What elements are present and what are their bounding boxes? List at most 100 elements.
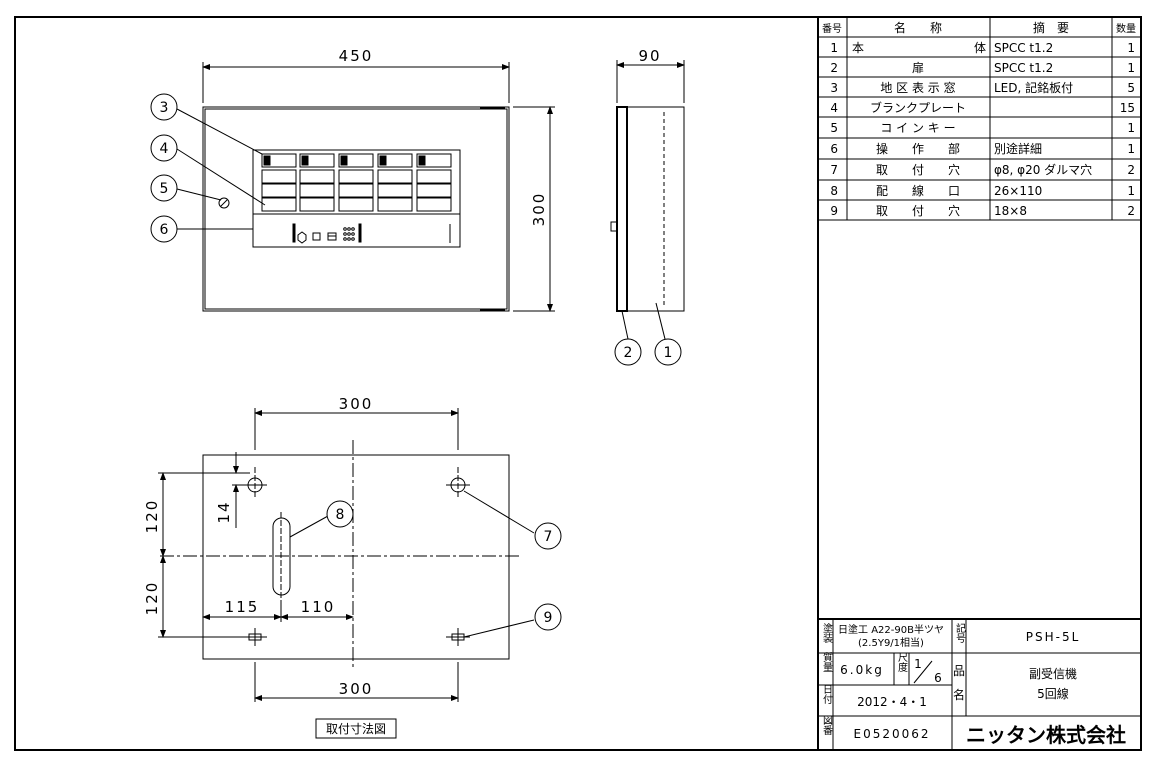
balloon-1-label: 1 (664, 345, 673, 361)
row-qty: 1 (1127, 61, 1135, 75)
balloon-6-label: 6 (160, 222, 169, 238)
scale-num: 1 (914, 657, 922, 671)
mount-upper-dim: 120 (143, 499, 161, 534)
col-header-name: 名 称 (894, 20, 942, 35)
row-qty: 5 (1127, 81, 1135, 95)
sheet-border (14, 16, 1142, 751)
product-name-1: 副受信機 (1029, 666, 1077, 681)
caption-box (315, 718, 397, 739)
title-block (818, 618, 1141, 750)
balloon-5-label: 5 (160, 181, 169, 197)
date-value: 2012・4・1 (857, 695, 927, 709)
row-name: 扉 (912, 61, 924, 75)
row-qty: 2 (1127, 204, 1135, 218)
paint-label: 塗装 (821, 622, 833, 644)
weight-label: 質量 (821, 651, 833, 672)
row-no: 6 (830, 142, 838, 156)
balloon-1 (654, 338, 682, 366)
balloon-2 (614, 338, 642, 366)
col-header-no: 番号 (822, 23, 842, 35)
mount-view (158, 408, 562, 739)
balloon-9 (534, 603, 562, 631)
row-spec: φ8, φ20 ダルマ穴 (994, 162, 1092, 177)
date-label: 日付 (821, 684, 833, 705)
company-logo: ニッタン株式会社 (966, 723, 1126, 747)
row-no: 1 (830, 41, 838, 55)
mount-bottom-dim: 300 (339, 680, 374, 698)
name-label-2: 名 (953, 687, 965, 702)
paint-value-1: 日塗工 A22-90B半ツヤ (838, 623, 944, 636)
front-width-dim: 450 (339, 47, 374, 65)
front-body-outline (202, 106, 510, 312)
front-door-outline (204, 108, 508, 310)
front-height-dim: 300 (530, 192, 548, 227)
balloon-3-label: 3 (160, 100, 169, 116)
side-depth-dim: 90 (638, 47, 661, 65)
row-name: ブランクプレート (870, 100, 966, 115)
coin-key-icon (218, 197, 230, 209)
drawing-label: 図番 (821, 715, 833, 736)
balloon-4 (150, 134, 178, 162)
product-name-2: 5回線 (1037, 686, 1069, 701)
balloon-7 (534, 522, 562, 550)
weight-value: 6.0kg (840, 663, 884, 677)
row-no: 8 (830, 184, 838, 198)
balloon-8 (326, 500, 354, 528)
zone-display-grid (261, 153, 452, 212)
front-view (202, 62, 555, 312)
parts-table (817, 17, 1141, 750)
row-spec: 18×8 (994, 204, 1027, 218)
row-qty: 1 (1127, 41, 1135, 55)
row-spec: SPCC t1.2 (994, 41, 1053, 55)
row-name: コ イ ン キ ー (880, 121, 955, 135)
col-header-qty: 数量 (1116, 22, 1136, 35)
row-no: 9 (830, 204, 838, 218)
row-no: 7 (830, 163, 838, 177)
control-icons (292, 223, 451, 244)
row-name: 操 作 部 (876, 141, 960, 156)
row-no: 3 (830, 81, 838, 95)
row-qty: 1 (1127, 142, 1135, 156)
balloon-8-label: 8 (336, 507, 345, 523)
row-name: 地 区 表 示 窓 (880, 80, 955, 95)
balloon-7-label: 7 (544, 529, 553, 545)
row-spec: LED, 記銘板付 (994, 80, 1073, 95)
balloon-3 (150, 93, 178, 121)
row-qty: 2 (1127, 163, 1135, 177)
balloon-4-label: 4 (160, 141, 169, 157)
col-header-spec: 摘 要 (1033, 20, 1069, 35)
row-no: 2 (830, 61, 838, 75)
row-no: 4 (830, 101, 838, 115)
scale-den: 6 (934, 671, 942, 685)
drawing-value: E0520062 (853, 727, 930, 741)
balloon-9-label: 9 (544, 610, 553, 626)
paint-value-2: (2.5Y9/1相当) (858, 636, 924, 649)
code-label: 記号 (954, 622, 966, 644)
balloon-6 (150, 215, 178, 243)
mount-outline (202, 454, 510, 660)
row-no: 5 (830, 121, 838, 135)
balloon-5 (150, 174, 178, 202)
mount-caption: 取付寸法図 (326, 722, 386, 736)
mount-lower-dim: 120 (143, 581, 161, 616)
balloon-2-label: 2 (624, 345, 633, 361)
mount-left-dim: 115 (225, 598, 260, 616)
row-name-right: 体 (974, 41, 986, 55)
side-view (610, 60, 685, 366)
row-spec: 26×110 (994, 184, 1042, 198)
row-name: 配 線 口 (876, 183, 960, 198)
scale-label: 尺度 (896, 652, 908, 673)
code-value: PSH-5L (1026, 630, 1081, 644)
name-label-1: 品 (953, 664, 965, 678)
row-qty: 1 (1127, 121, 1135, 135)
row-spec: SPCC t1.2 (994, 61, 1053, 75)
mount-mid-dim: 110 (301, 598, 336, 616)
row-name: 取 付 穴 (876, 162, 960, 177)
row-qty: 1 (1127, 184, 1135, 198)
row-qty: 15 (1120, 101, 1135, 115)
mount-top-dim: 300 (339, 395, 374, 413)
operation-panel (252, 149, 461, 248)
row-spec: 別途詳細 (994, 141, 1042, 156)
